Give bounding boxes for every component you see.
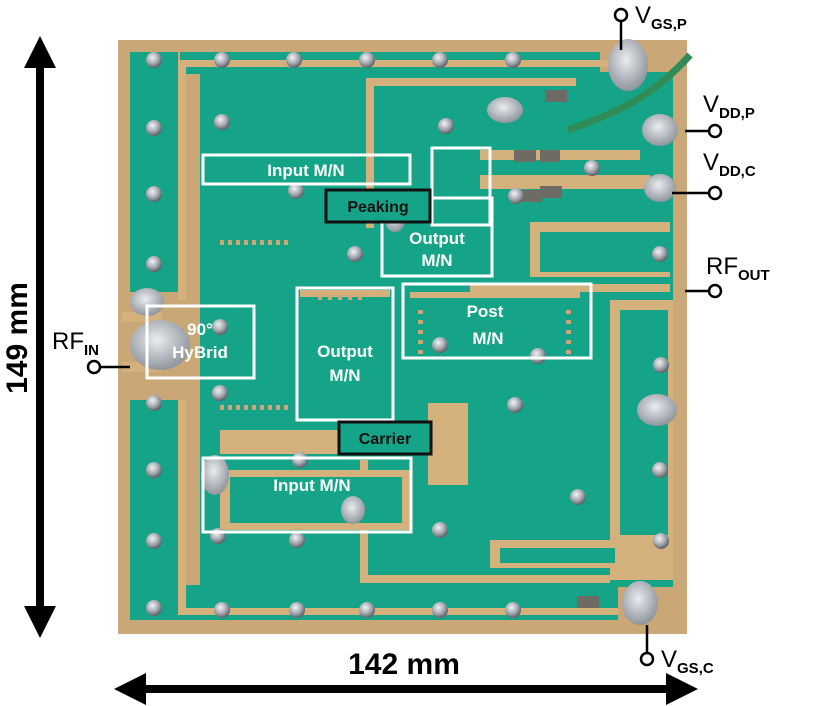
- carrier-label: Carrier: [359, 431, 411, 448]
- carrier-box: [337, 420, 433, 456]
- bias-cable: [566, 52, 693, 134]
- peaking-label: Peaking: [347, 199, 408, 216]
- vgs-c-label: VGS,C: [661, 646, 714, 677]
- smd-components: [514, 90, 599, 608]
- via-rows: [220, 240, 571, 410]
- hybrid-box: [145, 304, 256, 380]
- vdd-c-label: VDD,C: [703, 149, 756, 180]
- peaking-box: [324, 188, 432, 224]
- width-label: 142 mm: [348, 648, 460, 681]
- rf-out-terminal: [707, 283, 723, 299]
- input-mn-top-label: Input M/N: [267, 161, 344, 180]
- vgs-p-label: VGS,P: [635, 2, 687, 33]
- vgs-p-terminal: [613, 7, 629, 23]
- output-mn-peaking-box-top: [430, 146, 492, 227]
- vgs-c-terminal: [639, 651, 655, 667]
- vdd-p-terminal: [707, 123, 723, 139]
- rf-out-label: RFOUT: [706, 253, 770, 284]
- output-mn-peaking-label-1: Output: [409, 229, 465, 248]
- input-mn-top-box: [201, 153, 412, 186]
- post-mn-box: [401, 282, 593, 360]
- output-mn-carrier-box: [295, 286, 395, 422]
- height-label: 149 mm: [1, 282, 34, 394]
- vdd-c-terminal: [707, 185, 723, 201]
- output-mn-carrier-label-2: M/N: [329, 366, 360, 385]
- rf-in-label: RFIN: [52, 328, 99, 359]
- hybrid-label-2: HyBrid: [172, 343, 228, 362]
- dimension-arrows: 149 mm 142 mm: [1, 36, 698, 705]
- port-terminals: VGS,P VDD,P VDD,C RFOUT RFIN VGS,C: [52, 2, 770, 677]
- hybrid-label-1: 90°: [187, 320, 213, 339]
- vdd-p-label: VDD,P: [703, 91, 755, 122]
- block-annotations: Input M/N Output M/N Peaking 90° HyBrid …: [145, 146, 593, 534]
- output-mn-peaking-label-2: M/N: [421, 251, 452, 270]
- post-mn-label-2: M/N: [472, 329, 503, 348]
- input-mn-bottom-box: [201, 456, 413, 534]
- output-mn-carrier-label-1: Output: [317, 342, 373, 361]
- output-mn-peaking-box: [380, 196, 494, 278]
- input-mn-bottom-label: Input M/N: [273, 476, 350, 495]
- rf-in-terminal: [86, 359, 102, 375]
- post-mn-label-1: Post: [467, 302, 504, 321]
